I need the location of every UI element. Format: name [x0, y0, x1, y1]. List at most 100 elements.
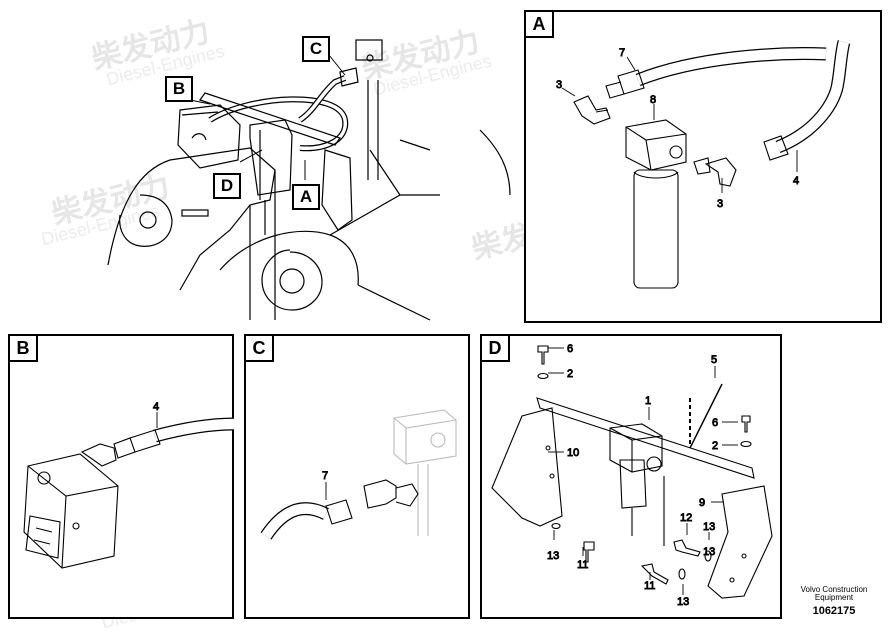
valve-face: [25, 515, 61, 559]
hose-ferrule: [113, 429, 161, 459]
label-d-12: 12: [680, 512, 692, 524]
label-d-6: 6: [712, 417, 718, 429]
label-d-10: 10: [567, 447, 579, 459]
filter-canister-top: [633, 171, 679, 179]
slot: [181, 209, 209, 217]
washer-2: [537, 372, 549, 380]
bolt-5: [689, 383, 723, 449]
hose-up-inner: [298, 76, 346, 122]
footer-brand-line2: Equipment: [814, 593, 854, 602]
panel-d-tag: D: [482, 336, 510, 362]
label-d-5: 5: [711, 354, 717, 366]
hose-4-inner: [153, 418, 235, 442]
filter-head: [609, 423, 663, 473]
bracket-10-hole: [549, 473, 555, 479]
panel-c: C: [244, 334, 470, 619]
column-lines: [259, 80, 379, 235]
valve-block: [23, 453, 119, 569]
filter-lines: [631, 476, 665, 546]
label-a-3: 3: [717, 198, 723, 210]
panel-c-drawing: [260, 409, 457, 540]
filter-port: [646, 456, 662, 472]
hose-4-inner: [775, 40, 850, 152]
panel-b: B: [8, 334, 235, 619]
screw-6: [741, 415, 751, 433]
panel-a-drawing: [573, 40, 851, 289]
label-d-11: 11: [644, 580, 655, 592]
elbow-3a: [573, 95, 611, 125]
label-b-4: 4: [153, 401, 159, 413]
label-d-13: 13: [703, 521, 715, 533]
overview-illustration: [107, 39, 511, 321]
washer-2: [740, 440, 752, 448]
label-d-9: 9: [699, 497, 705, 509]
beam: [536, 397, 755, 479]
hose-7-inner: [261, 503, 329, 540]
washer-13: [704, 550, 712, 562]
label-d-1: 1: [645, 395, 651, 407]
label-a-3: 3: [556, 79, 562, 91]
screw-11: [583, 541, 595, 563]
filter-canister: [619, 459, 647, 509]
bracket-9: [707, 485, 773, 599]
frame-lines: [249, 129, 511, 321]
label-d-6: 6: [567, 343, 573, 355]
footer-doc-id: 1062175: [812, 605, 856, 617]
label-a-4: 4: [793, 175, 799, 187]
hose-4-ferrule: [763, 135, 789, 161]
block-stem: [417, 464, 429, 536]
fitting-c: [355, 39, 383, 61]
fitting-block-port: [430, 432, 446, 448]
fitting-c-port: [366, 54, 374, 62]
elbow: [80, 443, 117, 467]
callout-c[interactable]: C: [302, 36, 330, 62]
panel-d-drawing: [491, 345, 773, 599]
screw-12: [673, 539, 701, 557]
block-b: [177, 104, 241, 169]
elbow-3b: [693, 157, 737, 187]
pin-hole: [139, 211, 157, 229]
hose-7-ferrule: [605, 69, 645, 99]
panel-d: D: [480, 334, 782, 619]
leader-a3a: [561, 87, 576, 97]
filter-head: [625, 119, 687, 171]
valve-hole: [72, 522, 80, 530]
leader-a7: [626, 56, 636, 71]
hose-7-inner: [636, 48, 827, 85]
label-a-7: 7: [619, 47, 625, 59]
panel-c-tag: C: [246, 336, 274, 362]
washer-13: [678, 568, 686, 580]
label-d-2: 2: [567, 368, 573, 380]
filter-body: [249, 119, 293, 196]
callout-b[interactable]: B: [165, 76, 193, 102]
leader-c: [328, 54, 346, 76]
bracket-9-hole: [729, 577, 735, 583]
plate: [321, 149, 353, 231]
label-d-2: 2: [712, 440, 718, 452]
panel-b-tag: B: [10, 336, 38, 362]
panel-b-drawing: [23, 417, 235, 569]
label-d-11: 11: [577, 559, 588, 571]
footer: Volvo Construction Equipment 1062175: [789, 586, 879, 618]
leader-b: [189, 99, 211, 105]
label-d-13: 13: [547, 550, 559, 562]
washer-13: [551, 522, 561, 530]
label-a-8: 8: [650, 94, 656, 106]
hose-loop-inner: [209, 97, 347, 150]
frame-curve: [219, 230, 359, 311]
callout-a[interactable]: A: [292, 184, 320, 210]
fitting-c-nut: [339, 67, 359, 87]
label-d-13: 13: [703, 546, 715, 558]
panel-a-tag: A: [526, 12, 554, 38]
label-c-7: 7: [322, 470, 328, 482]
callout-d[interactable]: D: [213, 173, 241, 199]
label-d-13: 13: [677, 596, 689, 608]
panel-a: A: [524, 10, 882, 323]
frame-outline: [107, 147, 276, 291]
bracket-10-hole: [545, 445, 551, 451]
screw-11: [640, 563, 669, 585]
